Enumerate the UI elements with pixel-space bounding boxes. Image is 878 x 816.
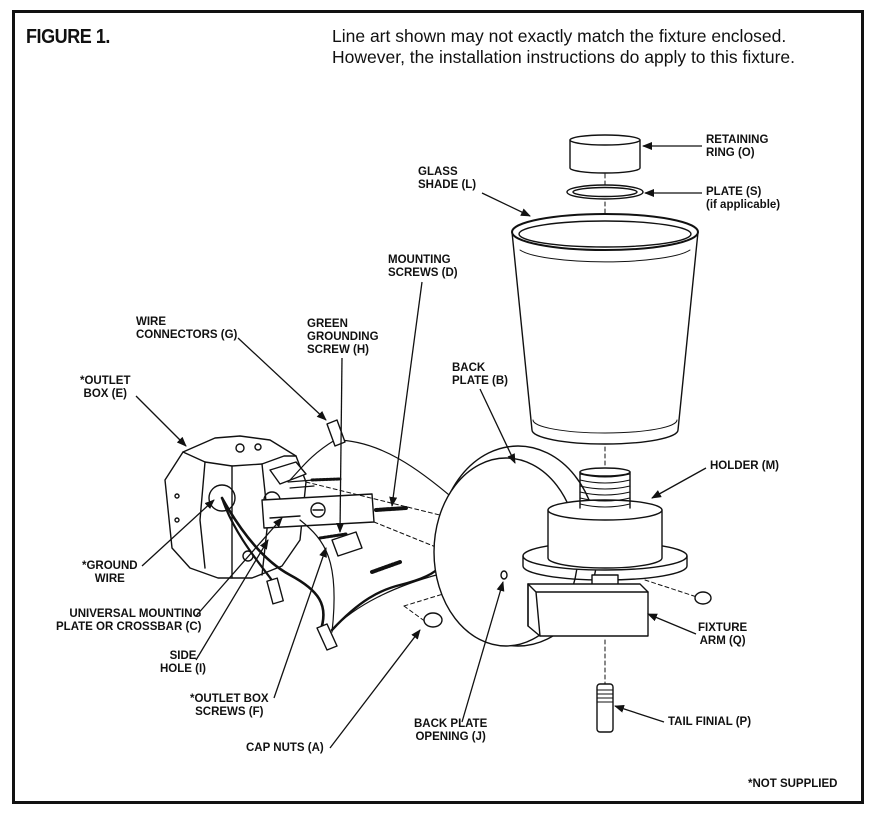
label-outlet-box-screws: *OUTLET BOX SCREWS (F) [190,693,269,718]
label-back-plate-opening: BACK PLATE OPENING (J) [414,718,488,743]
label-glass-shade: GLASS SHADE (L) [418,166,477,191]
label-universal-mounting-plate: UNIVERSAL MOUNTING PLATE OR CROSSBAR (C) [56,608,202,633]
label-plate: PLATE (S) (if applicable) [706,186,781,211]
footer-not-supplied: *NOT SUPPLIED [748,778,838,790]
label-mounting-screws: MOUNTING SCREWS (D) [388,254,458,279]
holder [522,467,688,592]
label-outlet-box: *OUTLET BOX (E) [80,375,131,400]
label-back-plate: BACK PLATE (B) [452,362,509,387]
retaining-ring [569,134,641,174]
tail-finial [596,683,614,733]
label-wire-connectors: WIRE CONNECTORS (G) [136,316,238,341]
label-green-grounding-screw: GREEN GROUNDING SCREW (H) [307,318,379,356]
mounting-crossbar [261,461,375,557]
label-side-hole: SIDE HOLE (I) [160,650,206,675]
label-fixture-arm: FIXTURE ARM (Q) [698,622,748,647]
label-ground-wire: *GROUND WIRE [82,560,138,585]
figure-note: Line art shown may not exactly match the… [332,26,796,67]
fixture-arm [527,583,649,637]
glass-shade [511,213,699,445]
label-tail-finial: TAIL FINIAL (P) [668,716,752,728]
label-cap-nuts: CAP NUTS (A) [246,742,324,754]
label-holder: HOLDER (M) [710,460,779,472]
figure-frame [12,10,864,804]
label-retaining-ring: RETAINING RING (O) [706,134,769,159]
figure-title: FIGURE 1. [26,26,110,48]
